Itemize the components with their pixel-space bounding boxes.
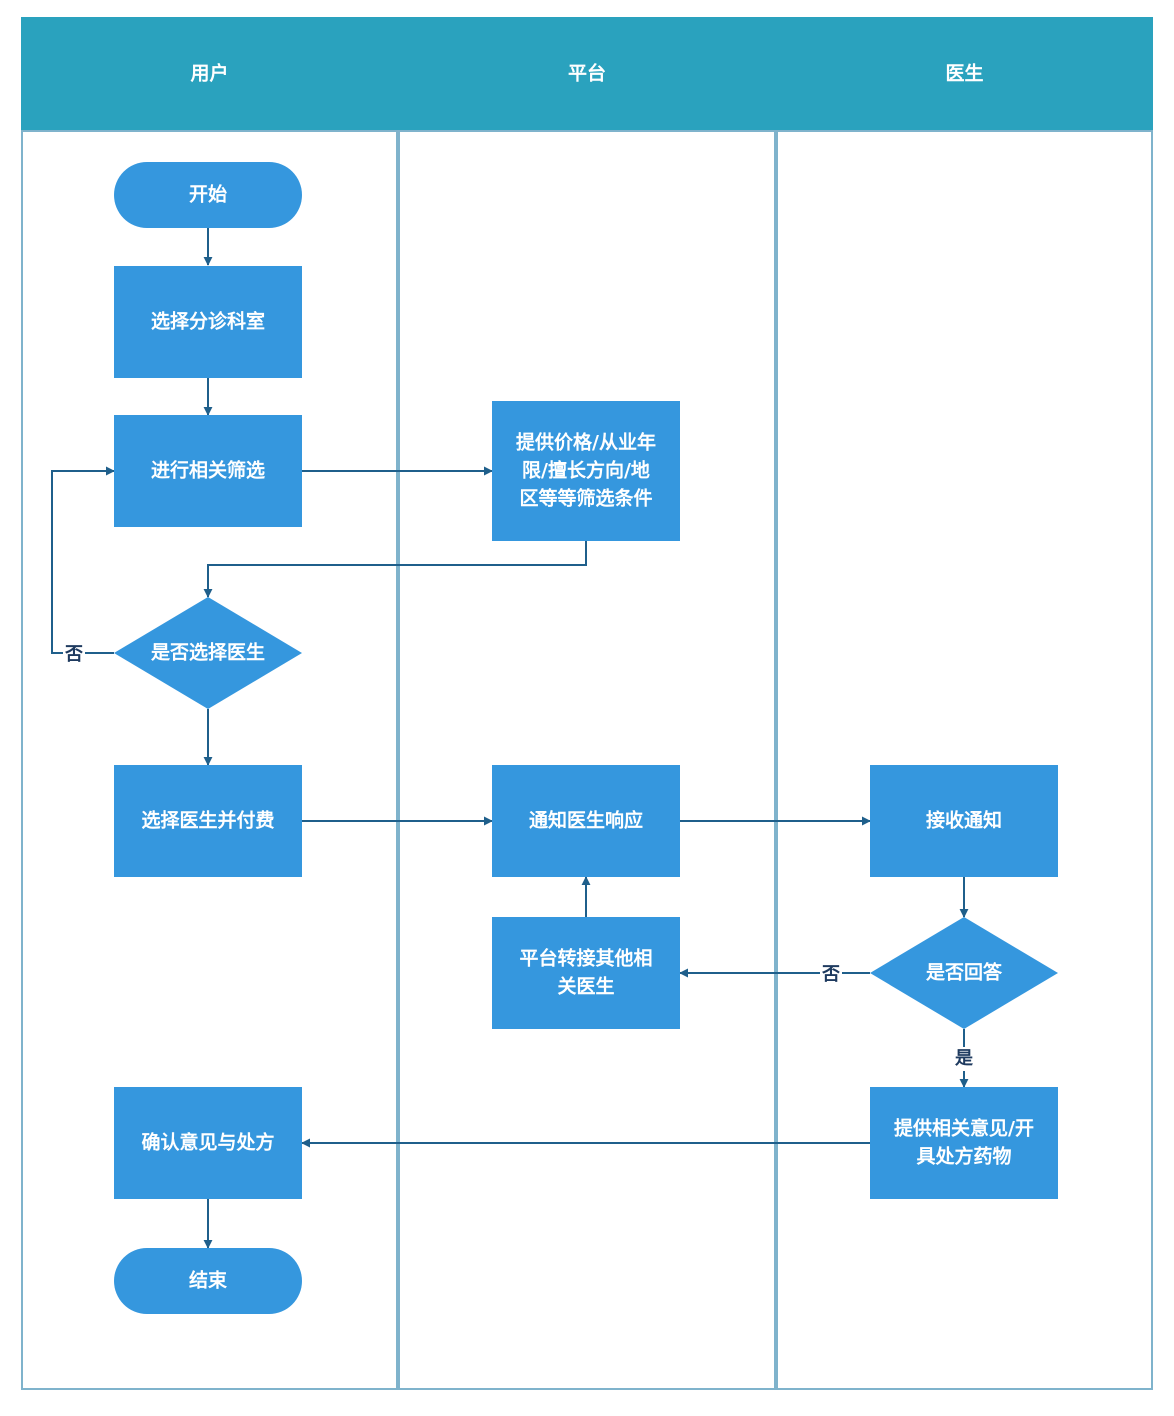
edge-label-choose_doctor_q-filter: 否 [64, 644, 83, 665]
edge-provide_filters-choose_doctor_q [203, 541, 587, 598]
lane-header-user [21, 17, 398, 131]
node-text-receive: 接收通知 [926, 809, 1002, 832]
node-choose_doctor_q: 是否选择医生 [114, 597, 302, 709]
node-choose_dept: 选择分诊科室 [114, 266, 302, 378]
lane-body-user [21, 130, 398, 1390]
edge-choose_doctor_q-filter [51, 466, 115, 654]
node-pay: 选择医生并付费 [114, 765, 302, 877]
lane-header-platform [398, 17, 776, 131]
node-answer_q: 是否回答 [870, 917, 1058, 1029]
node-text-provide_filters: 限/擅长方向/地 [522, 459, 650, 482]
edge-label-answer_q-advise: 是 [954, 1048, 973, 1069]
lane-body-platform [398, 130, 776, 1390]
node-text-transfer: 平台转接其他相 [519, 947, 652, 970]
node-text-transfer: 关医生 [557, 975, 614, 998]
terminal-shape [114, 162, 302, 228]
node-text-choose_doctor_q: 是否选择医生 [151, 641, 265, 664]
process-shape [870, 765, 1058, 877]
lane-title-platform: 平台 [568, 62, 606, 85]
process-shape [492, 401, 680, 541]
process-shape [492, 917, 680, 1029]
process-shape [114, 1087, 302, 1199]
node-text-provide_filters: 提供价格/从业年 [516, 431, 656, 454]
decision-shape [870, 917, 1058, 1029]
process-shape [492, 765, 680, 877]
edge-label-bg [820, 963, 842, 987]
node-notify: 通知医生响应 [492, 765, 680, 877]
process-shape [870, 1087, 1058, 1199]
decision-shape [114, 597, 302, 709]
node-text-start: 开始 [189, 183, 227, 206]
node-text-filter: 进行相关筛选 [151, 459, 265, 482]
node-text-notify: 通知医生响应 [529, 809, 643, 832]
node-text-advise: 具处方药物 [916, 1145, 1011, 1168]
node-text-choose_dept: 选择分诊科室 [151, 310, 265, 333]
edge-label-answer_q-transfer: 否 [821, 964, 840, 985]
node-text-answer_q: 是否回答 [926, 961, 1003, 984]
edge-label-bg [953, 1047, 975, 1071]
lane-title-doctor: 医生 [945, 62, 983, 85]
process-shape [114, 415, 302, 527]
process-shape [114, 765, 302, 877]
node-text-provide_filters: 区等等筛选条件 [519, 487, 652, 510]
node-receive: 接收通知 [870, 765, 1058, 877]
node-confirm: 确认意见与处方 [114, 1087, 302, 1199]
lane-body-doctor [776, 130, 1153, 1390]
node-end: 结束 [114, 1248, 302, 1314]
node-text-end: 结束 [189, 1269, 228, 1292]
lane-title-user: 用户 [190, 62, 228, 85]
node-text-confirm: 确认意见与处方 [141, 1131, 274, 1154]
lane-header-doctor [776, 17, 1153, 131]
node-start: 开始 [114, 162, 302, 228]
terminal-shape [114, 1248, 302, 1314]
process-shape [114, 266, 302, 378]
node-text-advise: 提供相关意见/开 [894, 1117, 1034, 1140]
edge-label-bg [63, 643, 85, 667]
node-text-pay: 选择医生并付费 [141, 809, 274, 832]
node-filter: 进行相关筛选 [114, 415, 302, 527]
